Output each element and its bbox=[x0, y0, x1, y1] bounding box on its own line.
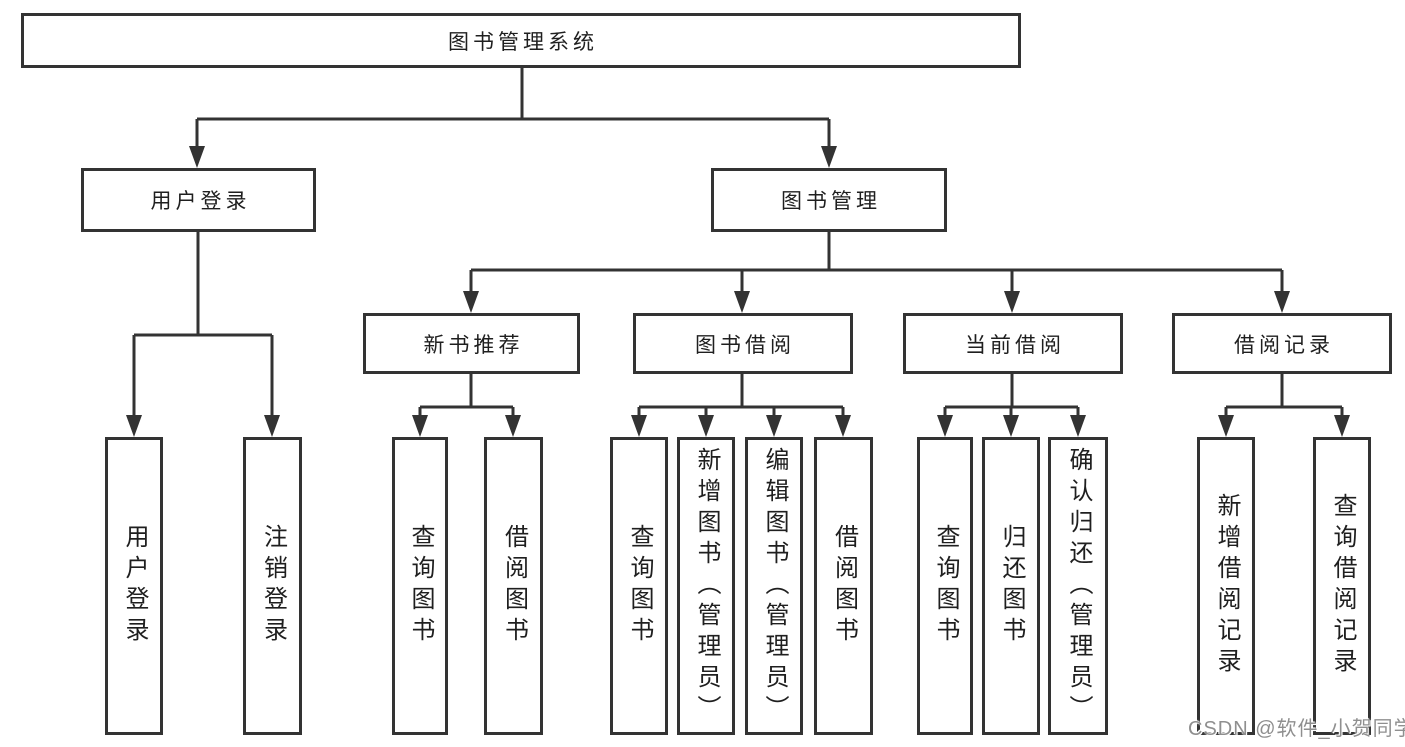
arrowheads bbox=[126, 146, 1350, 437]
node-label: 用户登录 bbox=[121, 524, 148, 648]
node-label: 借阅图书 bbox=[830, 524, 858, 648]
node-root-library-system: 图书管理系统 bbox=[21, 13, 1021, 68]
node-label: 图书管理 bbox=[781, 190, 881, 213]
leaf-borrow-edit-books-admin: 编辑图书（管理员） bbox=[745, 437, 803, 735]
node-label: 确认归还（管理员） bbox=[1065, 446, 1092, 726]
leaf-newbook-borrow-books: 借阅图书 bbox=[484, 437, 543, 735]
node-label: 查询借阅记录 bbox=[1329, 493, 1356, 679]
node-label: 查询图书 bbox=[932, 524, 959, 648]
leaf-borrow-query-books: 查询图书 bbox=[610, 437, 668, 735]
node-label: 当前借阅 bbox=[965, 333, 1065, 357]
node-label: 图书管理系统 bbox=[448, 30, 598, 54]
node-book-management: 图书管理 bbox=[711, 168, 947, 232]
node-label: 图书借阅 bbox=[695, 333, 795, 357]
node-label: 归还图书 bbox=[998, 524, 1025, 648]
node-label: 用户登录 bbox=[150, 190, 251, 213]
leaf-records-add-record: 新增借阅记录 bbox=[1197, 437, 1255, 735]
node-label: 借阅图书 bbox=[500, 524, 528, 648]
node-user-login: 用户登录 bbox=[81, 168, 316, 232]
leaf-newbook-query-books: 查询图书 bbox=[392, 437, 448, 735]
leaf-borrow-add-books-admin: 新增图书（管理员） bbox=[677, 437, 735, 735]
connector-lines bbox=[132, 66, 1344, 419]
node-label: 查询图书 bbox=[626, 524, 653, 648]
node-label: 编辑图书（管理员） bbox=[761, 446, 788, 726]
leaf-current-query-books: 查询图书 bbox=[917, 437, 973, 735]
node-label: 查询图书 bbox=[407, 524, 434, 648]
leaf-records-query-record: 查询借阅记录 bbox=[1313, 437, 1371, 735]
csdn-watermark: CSDN @软件_小贺同学 bbox=[1188, 718, 1405, 740]
node-label: 新书推荐 bbox=[423, 333, 524, 357]
node-label: 借阅记录 bbox=[1234, 333, 1334, 357]
node-borrow-records: 借阅记录 bbox=[1172, 313, 1392, 374]
node-label: 注销登录 bbox=[259, 524, 287, 648]
leaf-borrow-borrow-books: 借阅图书 bbox=[814, 437, 873, 735]
node-new-book-recommend: 新书推荐 bbox=[363, 313, 580, 374]
node-label: 新增图书（管理员） bbox=[693, 446, 720, 726]
leaf-logout: 注销登录 bbox=[243, 437, 302, 735]
node-current-borrow: 当前借阅 bbox=[903, 313, 1123, 374]
leaf-current-confirm-return-admin: 确认归还（管理员） bbox=[1048, 437, 1108, 735]
node-book-borrow: 图书借阅 bbox=[633, 313, 853, 374]
leaf-current-return-books: 归还图书 bbox=[982, 437, 1040, 735]
node-label: 新增借阅记录 bbox=[1213, 493, 1240, 679]
leaf-user-login: 用户登录 bbox=[105, 437, 163, 735]
